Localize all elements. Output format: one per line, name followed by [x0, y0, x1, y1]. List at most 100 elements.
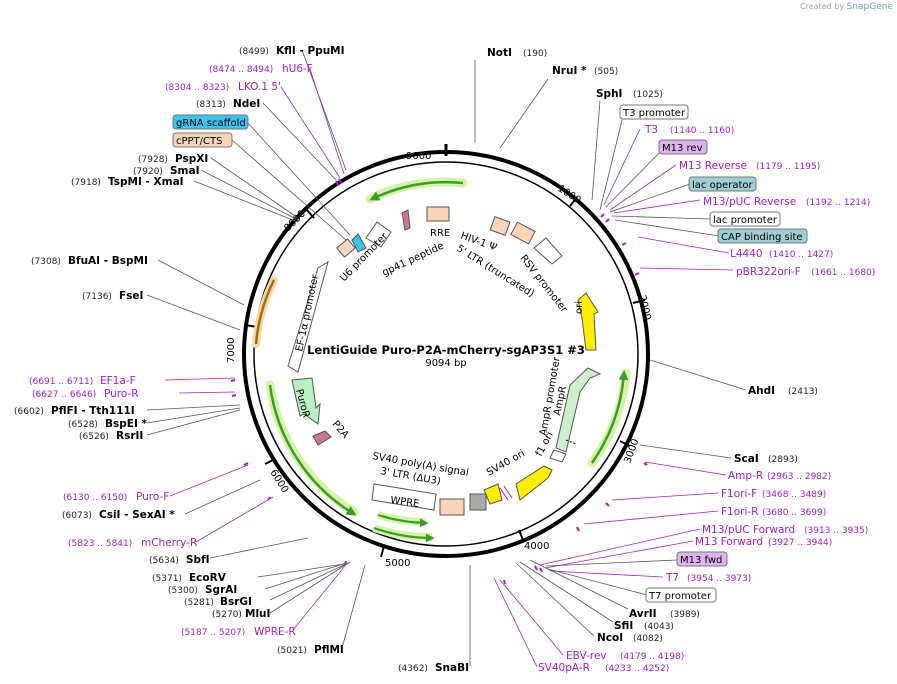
site-pos-fsei: (7136) [82, 292, 112, 302]
primer-pos-puro-f: (6130 .. 6150) [63, 493, 127, 503]
ampr-promoter-arrow [549, 449, 567, 463]
ltr3-box [439, 498, 465, 516]
site-name-pflmi: PflMI [314, 644, 344, 656]
primer-name-wpre-r: WPRE-R [254, 626, 296, 638]
site-name-ecorv: EcoRV [189, 572, 227, 584]
site-name-ndei: NdeI [233, 98, 260, 110]
primer-ticks [230, 178, 648, 585]
plasmid-title: LentiGuide Puro-P2A-mCherry-sgAP3S1 #3 [307, 343, 585, 357]
label-rre: RRE [430, 228, 450, 239]
box-label-lac-promoter: lac promoter [713, 215, 778, 226]
tick-label-5000: 5000 [385, 558, 410, 569]
site-name-rsrii: RsrII [116, 430, 143, 442]
ori-arrow [577, 292, 599, 351]
label-ori: ori [574, 301, 585, 314]
box-label-lac-operator: lac operator [692, 180, 753, 191]
tick-label-1000: 1000 [555, 183, 582, 206]
label-u6: U6 promoter [338, 230, 390, 284]
primer-pos-m13puc-reverse: (1192 .. 1214) [806, 198, 870, 208]
site-pos-bsrgi: (5281) [184, 598, 214, 608]
site-pos-pspxi: (7928) [138, 155, 168, 165]
site-name-smai: SmaI [170, 165, 200, 177]
u6-promoter-arrow [365, 221, 392, 248]
tick-label-7000: 7000 [226, 338, 237, 363]
site-pos-smai: (7920) [133, 167, 163, 177]
primer-name-t3: T3 [644, 124, 658, 136]
box-label-m13-fwd: M13 fwd [680, 555, 722, 566]
orf-arrow-top [369, 180, 464, 201]
tick-label-3000: 3000 [622, 437, 641, 465]
rre-box [426, 206, 450, 222]
orf-arrow-bottom-2 [373, 526, 435, 543]
primer-pos-ebv-rev: (4179 .. 4198) [620, 652, 684, 662]
orf-arrow-left [268, 384, 357, 516]
site-name-sfii: SfiI [614, 620, 633, 632]
primer-name-m13puc-forward: M13/pUC Forward [702, 524, 795, 536]
label-p2a: P2A [330, 419, 351, 441]
primer-name-pbr322ori-f: pBR322ori-F [736, 266, 801, 278]
site-name-sphi: SphI [596, 88, 622, 100]
feature-box-m13-fwd: M13 fwd [676, 551, 728, 567]
orf-arrow-bottom-1 [377, 513, 429, 528]
backbone-inner [253, 161, 639, 547]
site-pos-sbfi: (5634) [149, 556, 179, 566]
tick-label-2000: 2000 [636, 294, 652, 321]
primer-pos-wpre-r: (5187 .. 5207) [181, 628, 245, 638]
site-name-snabi: SnaBI [435, 662, 469, 674]
f1ori-arrow [515, 465, 553, 501]
feature-box-cap-binding-site: CAP binding site [717, 228, 808, 244]
feature-box-lac-promoter: lac promoter [709, 211, 781, 227]
primer-name-m13-forward: M13 Forward [695, 536, 763, 548]
site-pos-csii: (6073) [62, 511, 92, 521]
primer-leaders [164, 68, 734, 668]
site-pos-rsrii: (6526) [79, 432, 109, 442]
site-pos-avrii: (3989) [670, 610, 700, 620]
box-label-grna-scaffold: gRNA scaffold [176, 118, 246, 129]
cppt-box [336, 238, 356, 258]
site-name-sgrai: SgrAI [205, 584, 237, 596]
label-gp41: gp41 peptide [381, 241, 446, 279]
label-sv40ori: SV40 ori [485, 448, 527, 479]
gp41-arrow [401, 209, 411, 231]
site-pos-ndei: (8313) [196, 100, 226, 110]
primer-pos-m13-forward: (3927 .. 3944) [768, 538, 832, 548]
orf-arrow-right [590, 370, 629, 464]
tick-label-9000: 9000 [406, 151, 431, 162]
primer-name-f1ori-f: F1ori-F [721, 488, 757, 500]
site-pos-mlui: (5270) [212, 610, 242, 620]
feature-box-grna-scaffold: gRNA scaffold [172, 114, 249, 130]
site-pos-snabi: (4362) [398, 664, 428, 674]
credit-prefix: Created by [800, 2, 845, 11]
feature-box-cppt-cts: cPPT/CTS [172, 132, 233, 148]
site-pos-ecorv: (5371) [152, 574, 182, 584]
site-pos-tspmi: (7918) [71, 178, 101, 188]
primer-pos-ef1a-f: (6691 .. 6711) [29, 377, 93, 387]
box-label-cap-binding-site: CAP binding site [721, 232, 803, 243]
site-name-pspxi: PspXI [175, 153, 208, 165]
site-pos-bspei: (6528) [68, 420, 98, 430]
site-name-tspmi: TspMI - XmaI [108, 176, 184, 188]
primer-name-amp-r: Amp-R [728, 470, 763, 482]
primer-name-puro-r: Puro-R [104, 388, 139, 400]
ef1a-promoter-arrow [287, 260, 329, 373]
site-pos-pflmi: (5021) [277, 646, 307, 656]
site-pos-kfli: (8499) [239, 47, 269, 57]
primer-pos-f1ori-f: (3468 .. 3489) [762, 490, 826, 500]
primer-pos-sv40pa-r: (4233 .. 4252) [605, 664, 669, 674]
box-label-m13-rev: M13 rev [662, 143, 703, 154]
primer-name-m13puc-reverse: M13/pUC Reverse [703, 196, 796, 208]
primer-name-ef1a-f: EF1a-F [100, 375, 136, 387]
sv40ori-box [483, 483, 503, 505]
primer-pos-lko1: (8304 .. 8323) [165, 83, 229, 93]
sv40pa-box [469, 493, 487, 511]
site-name-csii: CsiI - SexAI * [99, 509, 175, 521]
puror-arrow [291, 377, 321, 425]
site-pos-noti: (190) [523, 49, 547, 59]
primer-pos-mcherry-r: (5823 .. 5841) [68, 539, 132, 549]
site-name-scai: ScaI [734, 453, 759, 465]
feature-box-m13-rev: M13 rev [658, 139, 708, 155]
primer-name-sv40pa-r: SV40pA-R [538, 662, 590, 674]
primer-pos-puro-r: (6627 .. 6646) [32, 390, 96, 400]
site-pos-bfuai: (7308) [31, 257, 61, 267]
